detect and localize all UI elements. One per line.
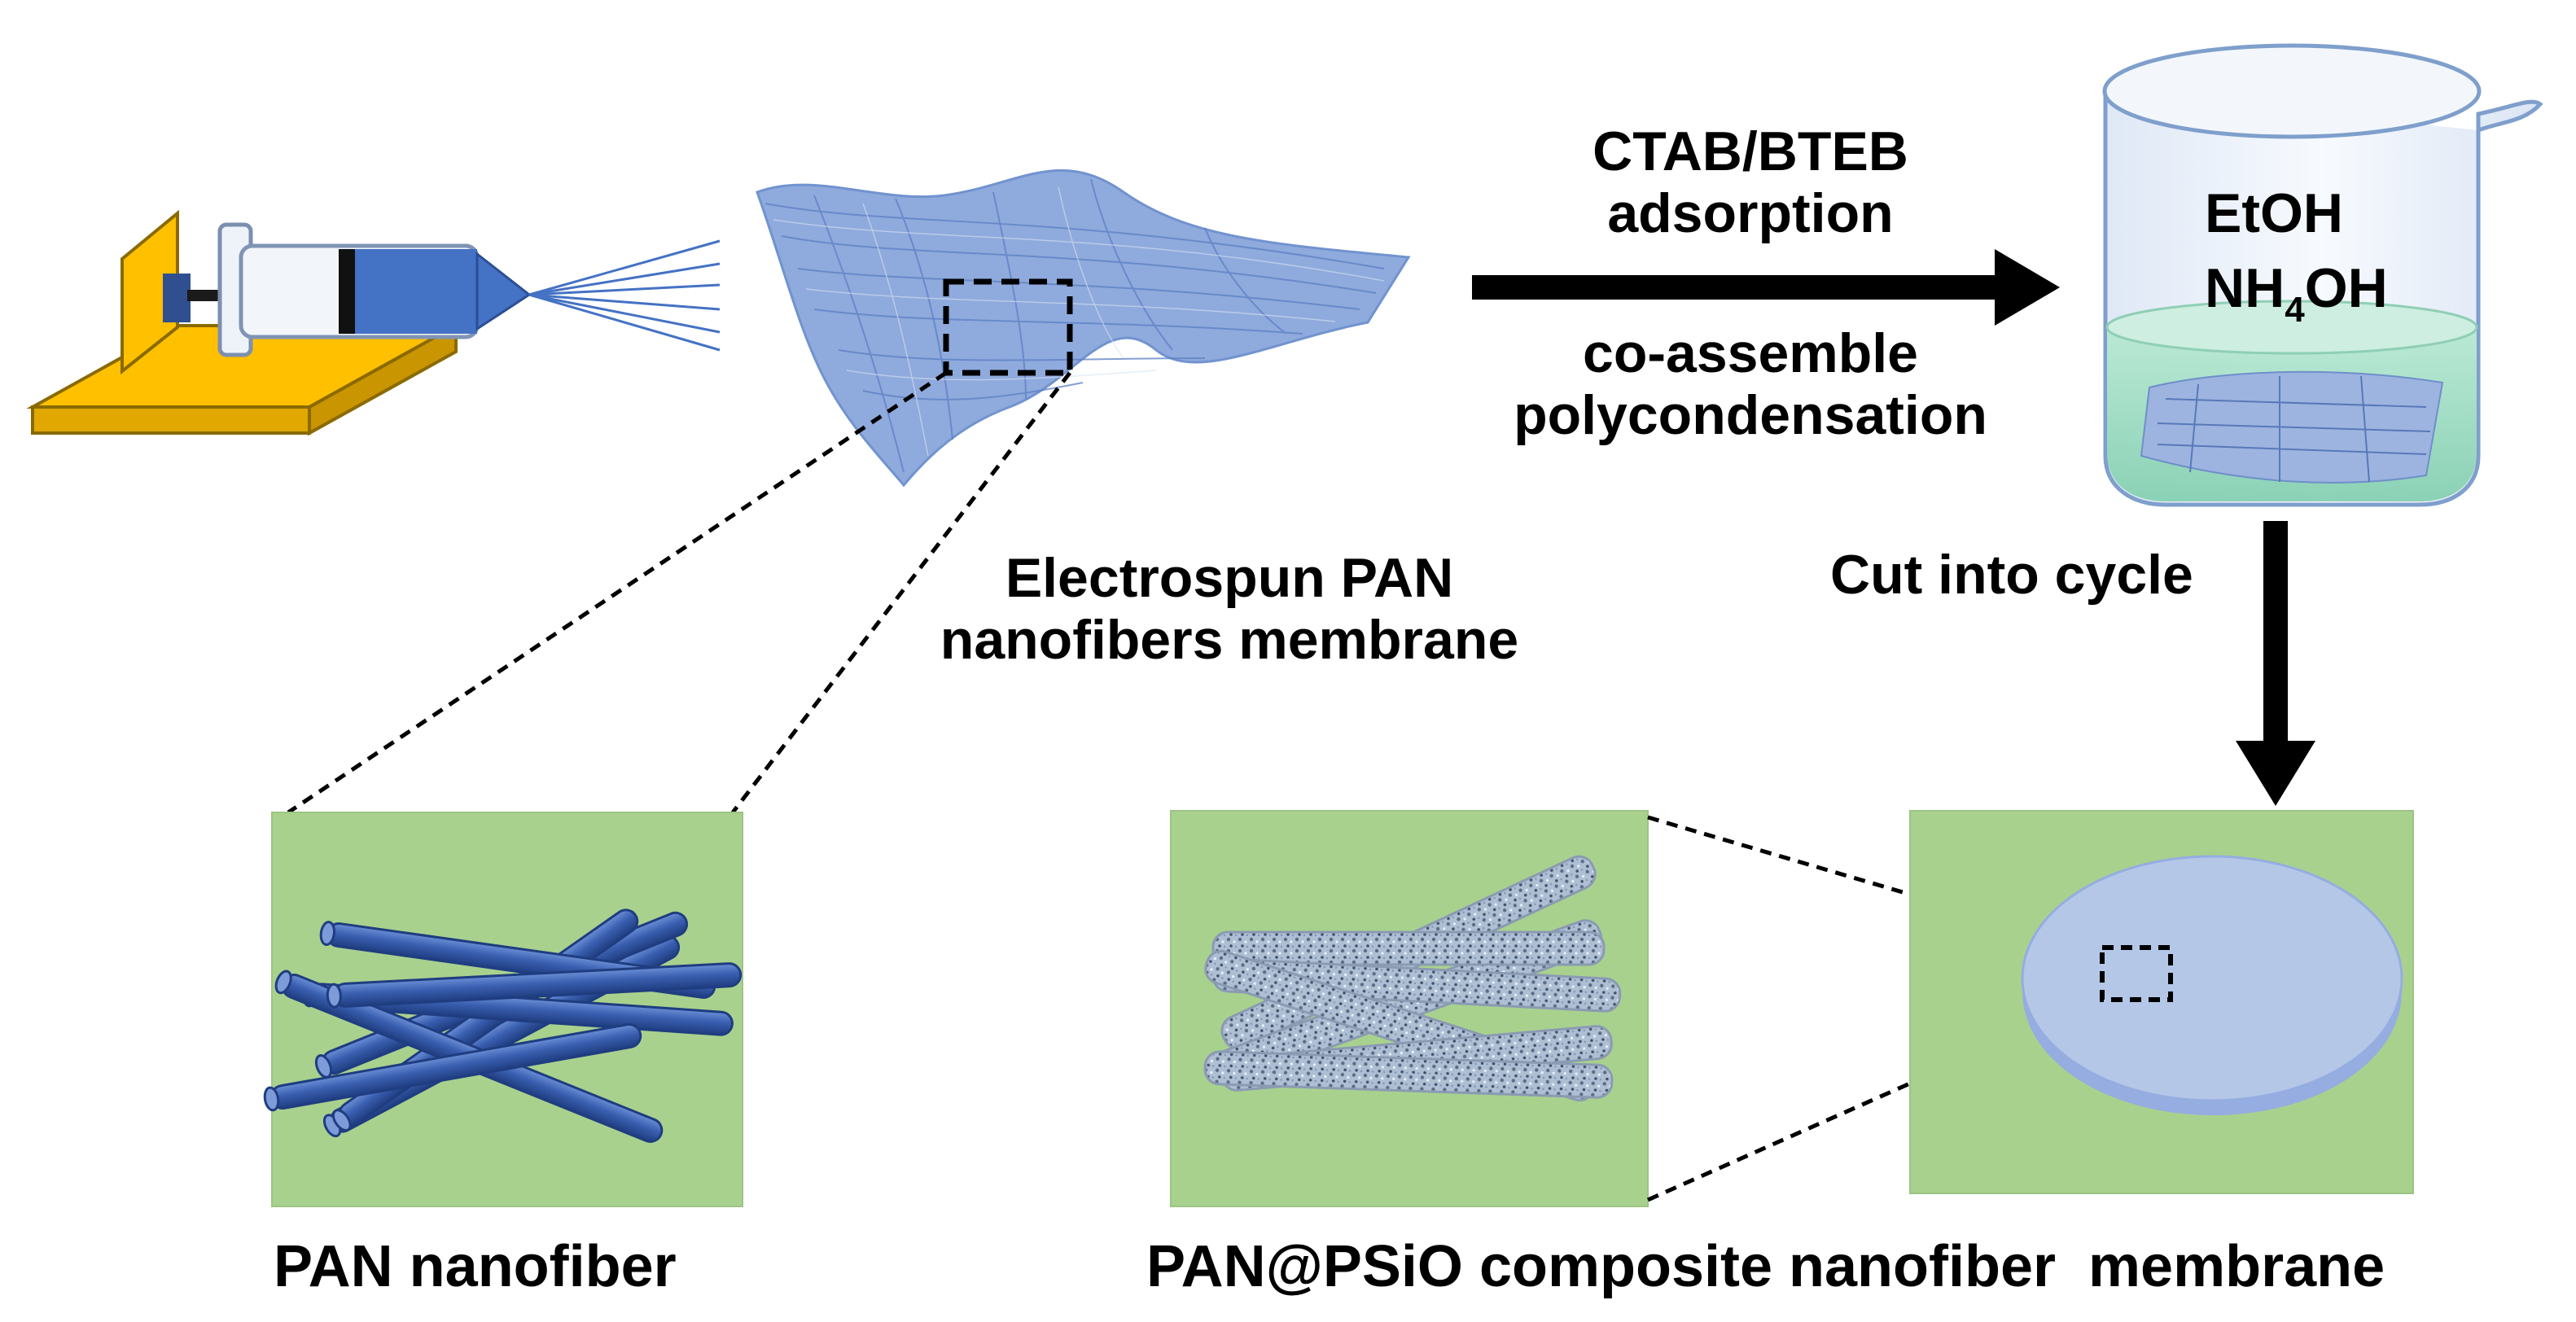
cut-step-label: Cut into cycle bbox=[1830, 544, 2193, 606]
electrospun-membrane-illustration bbox=[756, 169, 1411, 488]
beaker-solvent-2-main: NH bbox=[2205, 257, 2285, 319]
membrane-label: Electrospun PAN nanofibers membrane bbox=[863, 547, 1596, 671]
pan-nanofiber-caption: PAN nanofiber bbox=[274, 1234, 677, 1299]
beaker-solvent-1: EtOH bbox=[2205, 182, 2343, 244]
composite-caption: PAN@PSiO composite nanofiber membrane bbox=[1146, 1234, 2385, 1299]
beaker-icon bbox=[2102, 43, 2543, 507]
process-label-line4: polycondensation bbox=[1514, 384, 1987, 447]
syringe-pump-icon bbox=[26, 209, 721, 436]
beaker-solvent-2: NH4OH bbox=[2205, 257, 2388, 330]
pan-nanofiber-panel bbox=[263, 812, 743, 1207]
process-label-line3: co-assemble bbox=[1583, 322, 1918, 384]
membrane-label-line2: nanofibers membrane bbox=[940, 609, 1519, 672]
beaker-solvent-2-tail: OH bbox=[2304, 257, 2388, 319]
process-label-bottom: co-assemble polycondensation bbox=[1417, 322, 2084, 446]
process-arrow-right bbox=[1472, 249, 2060, 326]
process-arrow-down bbox=[2236, 521, 2315, 806]
submerged-membrane bbox=[2140, 370, 2444, 484]
membrane-label-line1: Electrospun PAN bbox=[1005, 547, 1454, 609]
process-label-line1: CTAB/BTEB bbox=[1592, 120, 1908, 182]
process-label-line2: adsorption bbox=[1607, 182, 1894, 245]
process-label-top: CTAB/BTEB adsorption bbox=[1417, 120, 2084, 244]
zoom-connector bbox=[287, 370, 1071, 815]
beaker-solvent-2-sub: 4 bbox=[2285, 290, 2305, 330]
composite-nanofiber-panel bbox=[1170, 810, 1649, 1207]
disc-membrane-panel bbox=[1909, 810, 2414, 1194]
composite-fiber-rods bbox=[1203, 855, 1622, 1102]
pan-fiber-rods bbox=[263, 908, 743, 1143]
